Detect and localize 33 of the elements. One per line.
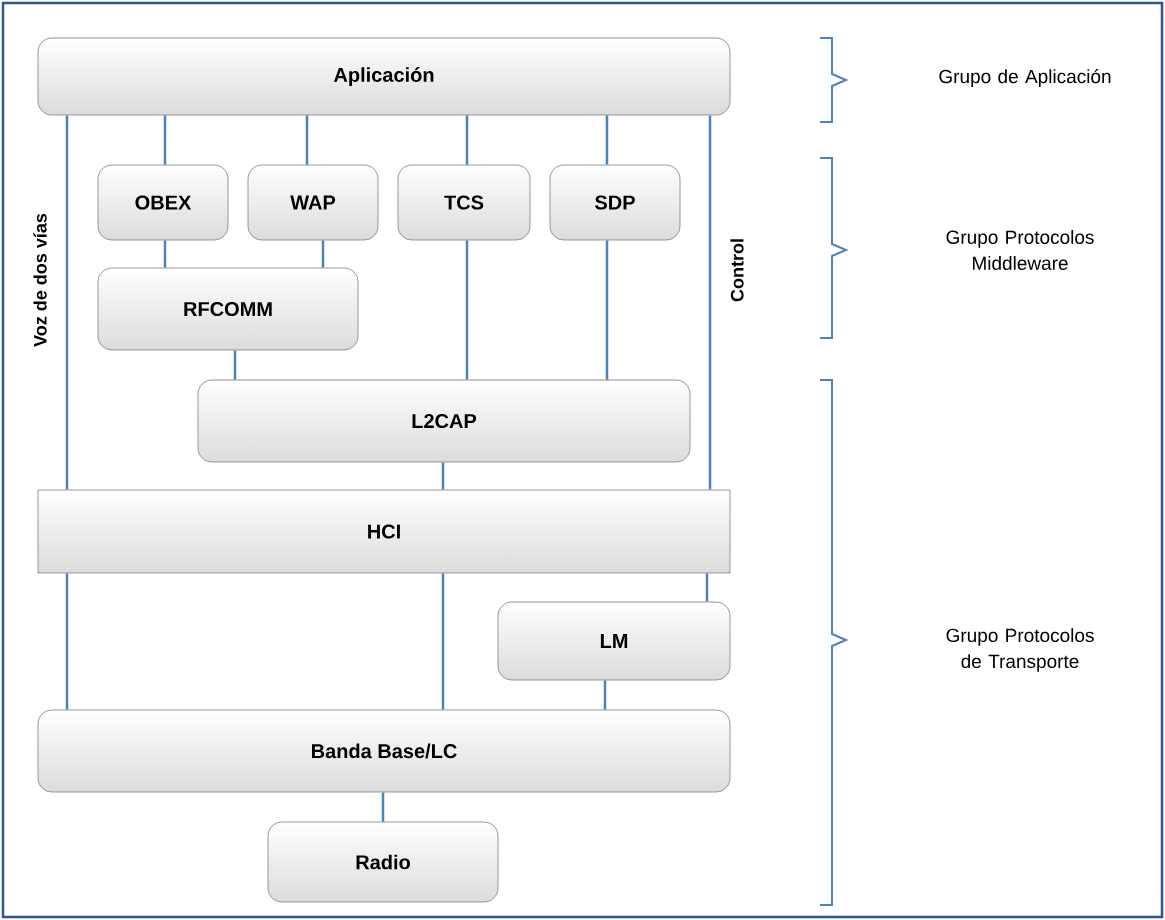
connector-line xyxy=(603,680,607,710)
protocol-box: Banda Base/LC xyxy=(37,709,731,793)
connector-line xyxy=(381,792,385,822)
protocol-box: OBEX xyxy=(97,164,229,241)
connector-line xyxy=(465,115,469,165)
protocol-box: RFCOMM xyxy=(97,267,359,351)
edge-label: Voz de dos vías xyxy=(33,213,47,347)
group-label: Grupo Protocolos Middleware xyxy=(946,230,1094,270)
group-label: Grupo Protocolos de Transporte xyxy=(946,628,1094,672)
connector-line xyxy=(305,115,309,165)
connector-line xyxy=(605,240,609,380)
layer-bar: HCI xyxy=(37,489,731,574)
connector-line xyxy=(441,573,445,710)
connector-line xyxy=(163,240,167,268)
group-label: Grupo de Aplicación xyxy=(939,69,1111,87)
connector-line xyxy=(465,240,469,380)
connector-line xyxy=(441,462,445,490)
connector-line xyxy=(321,240,325,268)
protocol-box: L2CAP xyxy=(197,379,691,463)
protocol-box: SDP xyxy=(549,164,681,241)
connector-line xyxy=(65,573,69,710)
protocol-box: Aplicación xyxy=(37,37,731,116)
connector-line xyxy=(708,115,712,490)
edge-label: Control xyxy=(730,239,744,302)
connector-line xyxy=(163,115,167,165)
connector-line xyxy=(65,115,69,490)
protocol-box: TCS xyxy=(397,164,531,241)
connector-line xyxy=(233,350,237,380)
protocol-box: LM xyxy=(497,601,731,681)
protocol-box: Radio xyxy=(267,821,499,903)
connector-line xyxy=(705,573,709,602)
protocol-box: WAP xyxy=(247,164,379,241)
connector-line xyxy=(605,115,609,165)
